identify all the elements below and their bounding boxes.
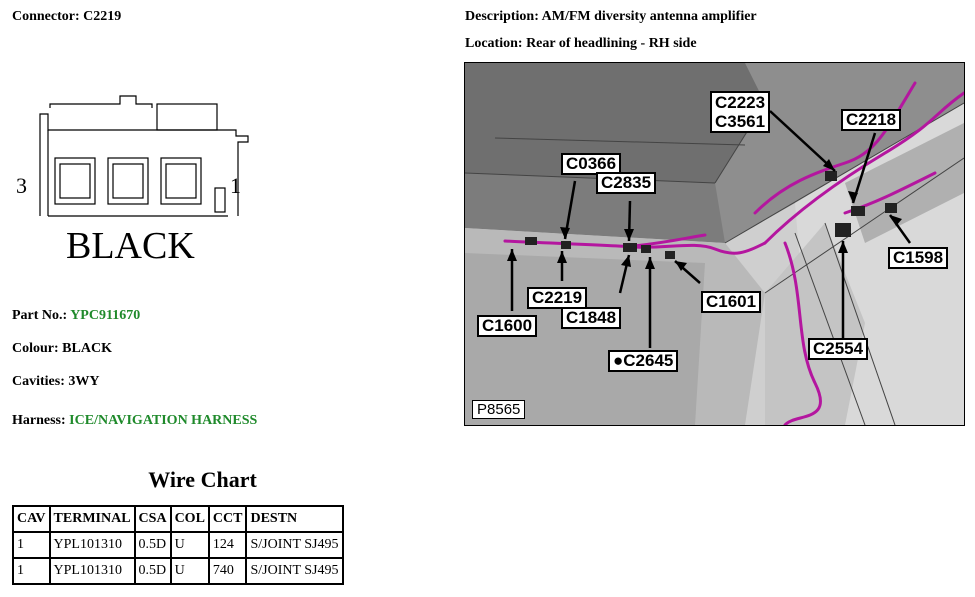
cavities-value: 3WY	[68, 374, 100, 389]
callout-c1848: C1848	[561, 307, 622, 329]
connector-color-label: BLACK	[66, 225, 195, 267]
wire-chart-header-row: CAV TERMINAL CSA COL CCT DESTN	[12, 505, 344, 533]
cell-cav: 1	[12, 531, 51, 559]
callout-c2218: C2218	[841, 109, 902, 131]
vehicle-interior-illustration	[465, 63, 964, 425]
wire-chart-table: CAV TERMINAL CSA COL CCT DESTN 1 YPL1013…	[12, 505, 344, 585]
cell-csa: 0.5D	[133, 557, 172, 585]
colour-value: BLACK	[62, 341, 112, 356]
wire-chart-title: Wire Chart	[148, 467, 257, 492]
cell-cav: 1	[12, 557, 51, 585]
pin-1-label: 1	[230, 173, 241, 198]
cell-destn: S/JOINT SJ495	[245, 531, 344, 559]
callout-c2835: C2835	[596, 172, 657, 194]
callout-c2223: C2223	[715, 93, 766, 112]
cell-col: U	[169, 531, 210, 559]
col-header-terminal: TERMINAL	[48, 505, 136, 533]
colour-line: Colour: BLACK	[12, 341, 112, 356]
part-number-link[interactable]: YPC911670	[70, 308, 141, 323]
table-row: 1 YPL101310 0.5D U 124 S/JOINT SJ495	[12, 531, 344, 559]
description-line: Description: AM/FM diversity antenna amp…	[465, 9, 757, 24]
callout-c0366: C0366	[561, 153, 622, 175]
col-header-cav: CAV	[12, 505, 51, 533]
callout-c1598: C1598	[888, 247, 949, 269]
description-value: AM/FM diversity antenna amplifier	[541, 9, 757, 24]
location-line: Location: Rear of headlining - RH side	[465, 36, 697, 51]
col-header-destn: DESTN	[245, 505, 344, 533]
col-header-col: COL	[169, 505, 210, 533]
connector-id: C2219	[83, 9, 122, 24]
callout-c1601: C1601	[701, 291, 762, 313]
connector-face-diagram: 3 1 BLACK	[16, 95, 249, 267]
cell-terminal: YPL101310	[48, 531, 136, 559]
callout-c2223-c3561: C2223 C3561	[710, 91, 771, 133]
cell-cct: 740	[207, 557, 248, 585]
col-header-csa: CSA	[133, 505, 172, 533]
callout-c2645: ●C2645	[608, 350, 679, 372]
cavities-line: Cavities: 3WY	[12, 374, 100, 389]
callout-c2554: C2554	[808, 338, 869, 360]
callout-c3561: C3561	[715, 112, 766, 131]
filled-circle-icon: ●	[613, 351, 624, 370]
location-photo: C2223 C3561 C2218 C0366 C2835 C1598 C221…	[464, 62, 965, 426]
harness-link[interactable]: ICE/NAVIGATION HARNESS	[69, 413, 258, 428]
cell-cct: 124	[207, 531, 248, 559]
cell-destn: S/JOINT SJ495	[245, 557, 344, 585]
table-row: 1 YPL101310 0.5D U 740 S/JOINT SJ495	[12, 557, 344, 585]
cell-csa: 0.5D	[133, 531, 172, 559]
cell-col: U	[169, 557, 210, 585]
callout-c2219: C2219	[527, 287, 588, 309]
photo-reference-code: P8565	[472, 400, 526, 419]
col-header-cct: CCT	[207, 505, 248, 533]
callout-c1600: C1600	[477, 315, 538, 337]
connector-heading: Connector: C2219	[12, 9, 122, 24]
location-value: Rear of headlining - RH side	[526, 36, 697, 51]
harness-line: Harness: ICE/NAVIGATION HARNESS	[12, 413, 258, 428]
pin-3-label: 3	[16, 173, 27, 198]
part-number-line: Part No.: YPC911670	[12, 308, 141, 323]
cell-terminal: YPL101310	[48, 557, 136, 585]
